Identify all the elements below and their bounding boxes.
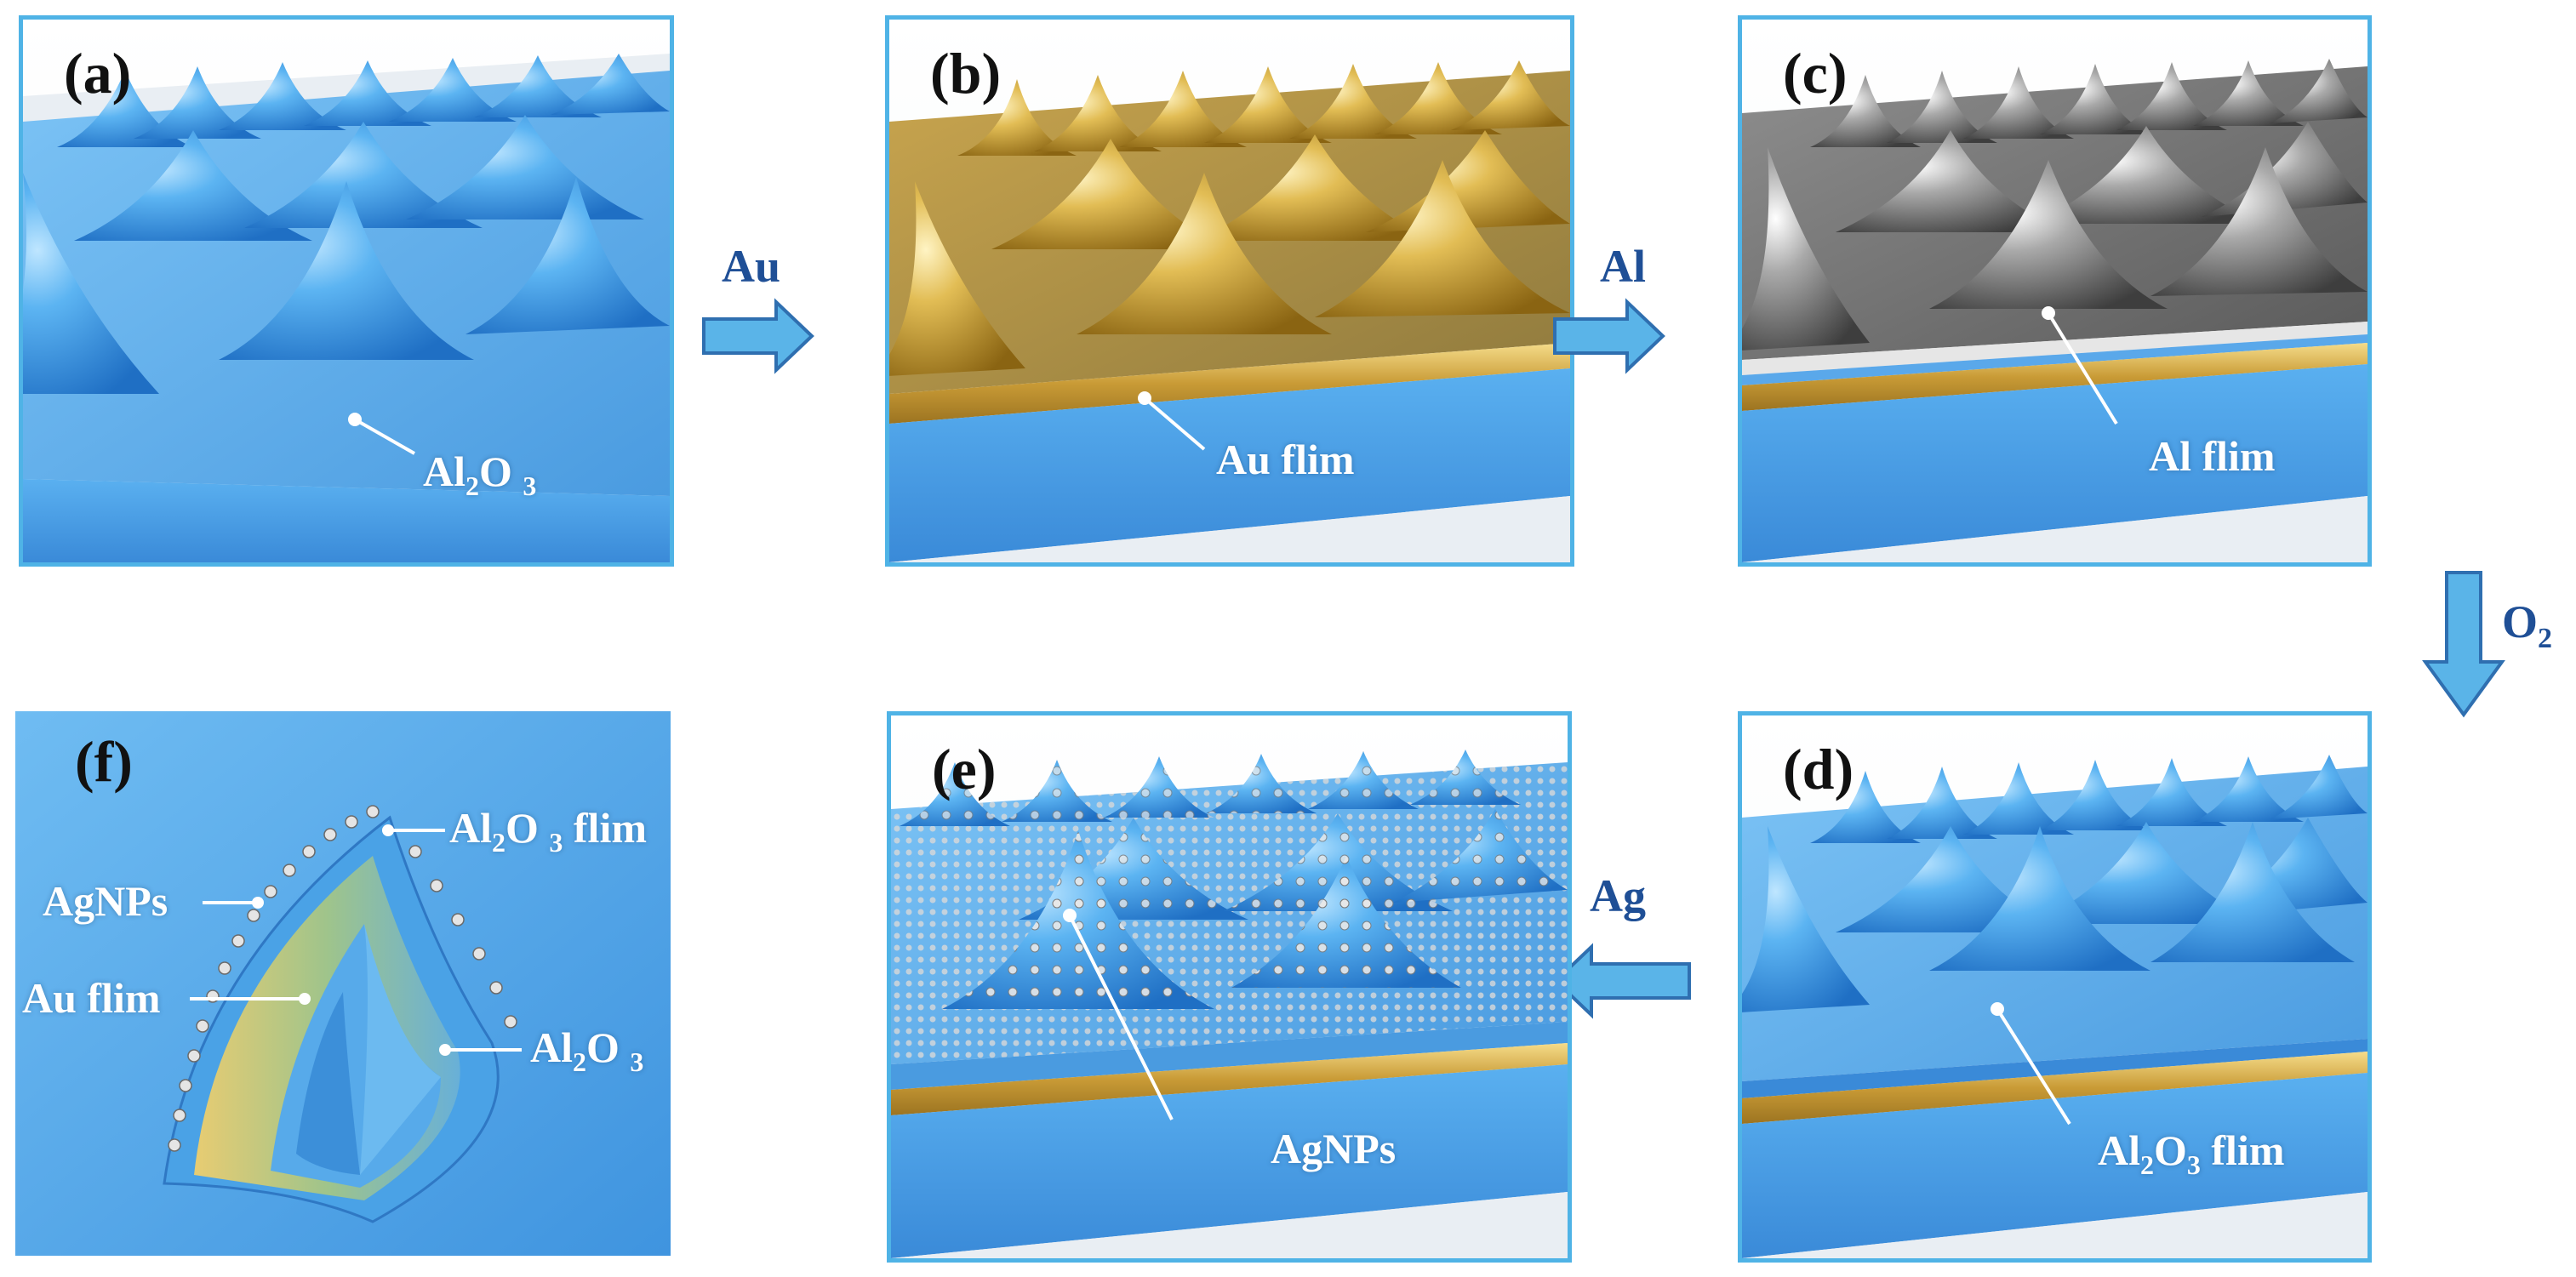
panel-a: (a) Al2O 3	[19, 15, 674, 567]
gold-coated-cones	[889, 60, 1570, 376]
panel-a-scene	[23, 54, 670, 562]
panel-e-callout-agnps: AgNPs	[1271, 1125, 1397, 1172]
cross-section-cone	[163, 815, 500, 1223]
panel-d-callout-al2o3-flim: Al2O3 flim	[2098, 1126, 2285, 1180]
aluminum-coated-cones	[1742, 59, 2368, 351]
panel-f-label: (f)	[75, 729, 133, 794]
panel-b-label: (b)	[930, 41, 1002, 105]
step-label-ag: Ag	[1590, 870, 1646, 921]
panel-f-callout-al2o3: Al2O 3	[530, 1023, 644, 1077]
panel-a-callout-al2o3: Al2O 3	[423, 448, 537, 501]
panel-e-label: (e)	[932, 737, 997, 801]
step-label-o2: O2	[2502, 596, 2553, 654]
arrow-c-to-d	[2422, 571, 2505, 718]
panel-b-scene	[889, 60, 1570, 562]
panel-f: (f) Al2O 3 flim AgNPs Au flim Al2O 3	[15, 711, 671, 1256]
agnp-dots	[168, 805, 517, 1152]
alumina-cones	[23, 54, 670, 394]
panel-d-scene	[1742, 755, 2368, 1258]
panel-a-label: (a)	[64, 41, 132, 105]
panel-f-callout-agnps: AgNPs	[43, 877, 168, 925]
panel-b-callout-au-flim: Au flim	[1216, 436, 1355, 483]
step-label-au: Au	[722, 241, 781, 292]
panel-c-label: (c)	[1783, 41, 1848, 105]
panel-e: (e) AgNPs	[887, 711, 1572, 1263]
panel-f-callout-al2o3-flim: Al2O 3 flim	[449, 804, 647, 858]
panel-b: (b) Au flim	[885, 15, 1574, 567]
panel-f-scene	[15, 711, 671, 1256]
agnp-decorated-cones	[900, 750, 1568, 1009]
panel-d: (d) Al2O3 flim	[1738, 711, 2372, 1263]
panel-f-callout-au-flim: Au flim	[22, 974, 161, 1022]
step-label-al: Al	[1600, 241, 1646, 292]
alumina-coated-cones	[1742, 755, 2368, 1012]
panel-c: (c) Al flim	[1738, 15, 2372, 567]
arrow-a-to-b	[702, 298, 814, 374]
panel-e-scene	[891, 750, 1568, 1258]
panel-c-callout-al-flim: Al flim	[2149, 432, 2276, 480]
panel-d-label: (d)	[1783, 737, 1854, 801]
arrow-b-to-c	[1553, 298, 1665, 374]
panel-c-scene	[1742, 59, 2368, 562]
arrow-d-to-e	[1553, 943, 1691, 1019]
